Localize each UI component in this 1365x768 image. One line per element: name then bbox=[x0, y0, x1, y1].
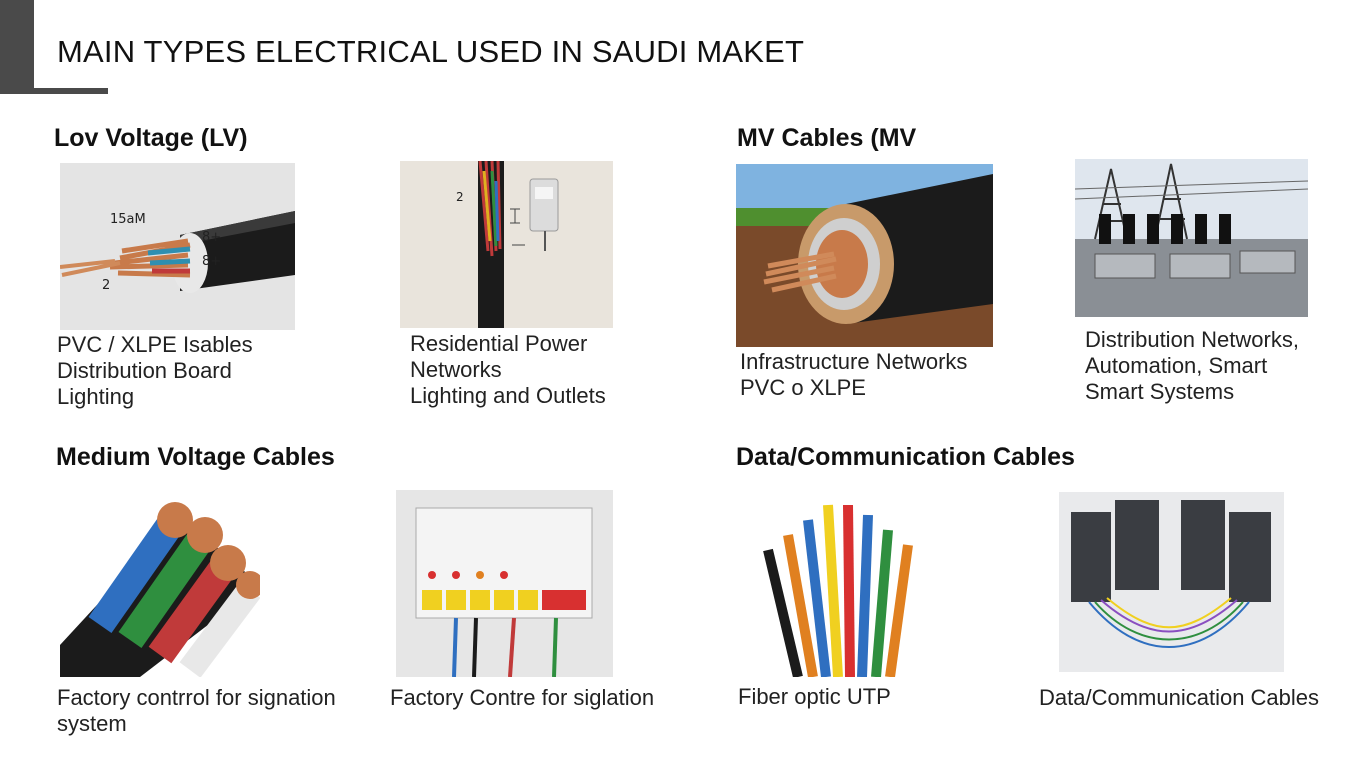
wall-label-2: 2 bbox=[456, 190, 464, 204]
heading-medium-voltage: Medium Voltage Cables bbox=[56, 443, 335, 471]
caption-line: Fiber optic UTP bbox=[738, 684, 891, 709]
mv-underground-cable-image bbox=[736, 164, 993, 347]
title-accent-bar-horizontal bbox=[0, 88, 108, 94]
residential-wall-cable-image: 2 bbox=[400, 161, 613, 328]
substation-image bbox=[1075, 159, 1308, 317]
heading-data-communication: Data/Communication Cables bbox=[736, 443, 1075, 471]
caption-line: Factory contrrol for signation bbox=[57, 685, 336, 710]
multicore-cable-image bbox=[60, 485, 260, 677]
caption-fiber-optic: Fiber optic UTP bbox=[738, 684, 891, 710]
caption-line: Lighting and Outlets bbox=[410, 383, 606, 408]
caption-data-communication: Data/Communication Cables bbox=[1039, 685, 1319, 711]
caption-line: Distribution Board bbox=[57, 358, 232, 383]
cable-label-8a: 8+ bbox=[202, 230, 221, 245]
cable-label-8b: 8+ bbox=[202, 254, 221, 269]
caption-line: Smart Systems bbox=[1085, 379, 1235, 404]
caption-line: Lighting bbox=[57, 384, 135, 409]
caption-line: PVC / XLPE Isables bbox=[57, 332, 253, 357]
caption-lv-cable: PVC / XLPE Isables Distribution Board Li… bbox=[57, 332, 253, 410]
caption-line: Infrastructure Networks bbox=[740, 349, 968, 374]
colored-wires-image bbox=[758, 495, 918, 677]
caption-factory-control: Factory contrrol for signation system bbox=[57, 685, 336, 737]
caption-line: Automation, Smart bbox=[1085, 353, 1268, 378]
caption-residential: Residential Power Networks Lighting and … bbox=[410, 331, 606, 409]
title-accent-bar-vertical bbox=[0, 0, 34, 94]
distribution-board-image bbox=[396, 490, 613, 677]
lv-cable-image: 15аM 8+ 8+ 2 bbox=[60, 163, 295, 330]
caption-line: Networks bbox=[410, 357, 502, 382]
heading-lv: Lov Voltage (LV) bbox=[54, 124, 248, 152]
caption-factory-contre: Factory Contre for siglation bbox=[390, 685, 654, 711]
server-racks-image bbox=[1059, 492, 1284, 672]
caption-line: PVC o XLPE bbox=[740, 375, 866, 400]
slide-title: MAIN TYPES ELECTRICAL USED IN SAUDI MAKE… bbox=[57, 34, 805, 69]
caption-line: Residential Power bbox=[410, 331, 588, 356]
caption-line: Factory Contre for siglation bbox=[390, 685, 655, 710]
caption-line: Data/Communication Cables bbox=[1039, 685, 1320, 710]
cable-label-15: 15аM bbox=[110, 212, 146, 227]
heading-mv: MV Cables (MV bbox=[737, 124, 917, 152]
caption-infrastructure: Infrastructure Networks PVC o XLPE bbox=[740, 349, 967, 401]
caption-line: Distribution Networks, bbox=[1085, 327, 1299, 352]
caption-distribution-networks: Distribution Networks, Automation, Smart… bbox=[1085, 327, 1299, 405]
caption-line: system bbox=[57, 711, 127, 736]
cable-label-2: 2 bbox=[102, 278, 110, 293]
